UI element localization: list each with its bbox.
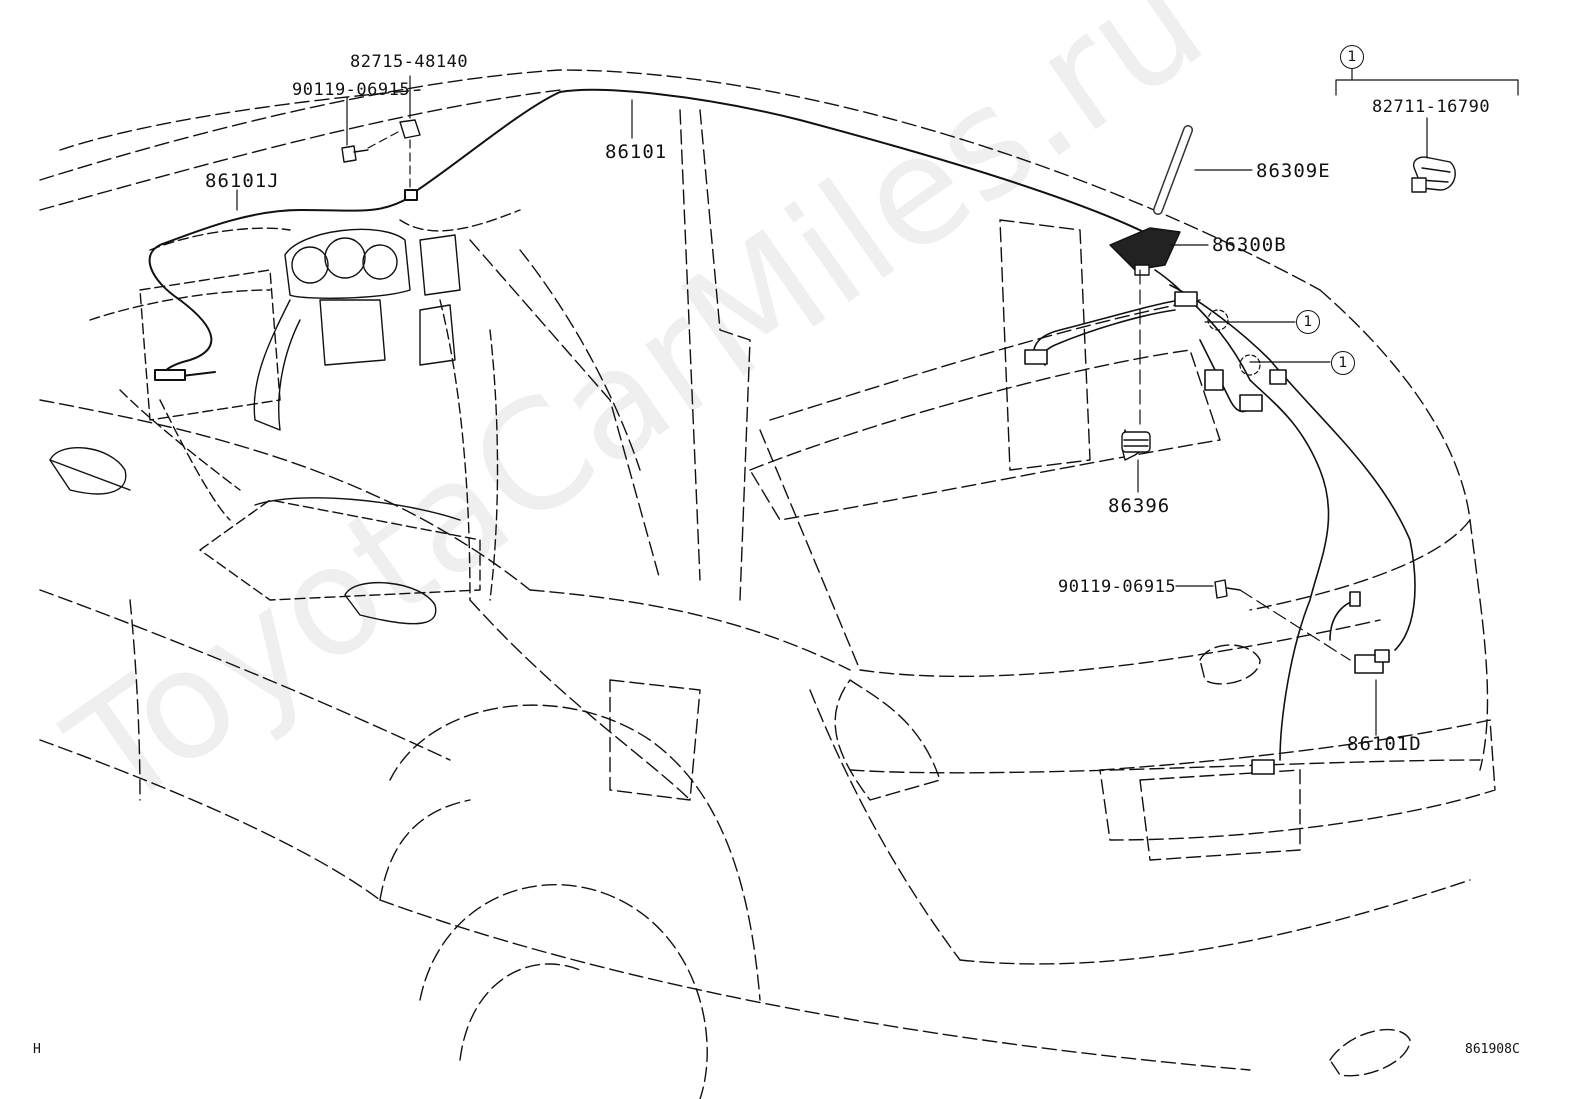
part-label-86101D: 86101D bbox=[1347, 733, 1422, 755]
clamp-82711 bbox=[1411, 156, 1456, 193]
callout-clamp-1-lower: 1 bbox=[1331, 351, 1355, 375]
antenna-cable-86101 bbox=[148, 88, 1151, 381]
grommet-86396 bbox=[1121, 429, 1151, 461]
part-label-86396: 86396 bbox=[1108, 495, 1171, 517]
part-label-86300B: 86300B bbox=[1212, 234, 1287, 256]
callout-clamp-1-upper: 1 bbox=[1296, 310, 1320, 334]
clip-and-screw-top bbox=[341, 119, 421, 163]
part-label-82711-16790: 82711-16790 bbox=[1372, 97, 1491, 117]
vehicle-body-outline bbox=[39, 69, 1496, 1099]
rear-harness bbox=[1024, 269, 1416, 775]
part-label-86101: 86101 bbox=[605, 141, 668, 163]
corner-mark-right: 861908C bbox=[1465, 1042, 1520, 1057]
part-label-90119-06915-mid: 90119-06915 bbox=[1058, 577, 1177, 597]
roof-antenna-assembly bbox=[1109, 125, 1193, 276]
part-label-86309E: 86309E bbox=[1256, 160, 1331, 182]
interior-outline bbox=[49, 209, 521, 625]
screw-mid bbox=[1214, 579, 1241, 599]
part-label-90119-06915-top: 90119-06915 bbox=[292, 80, 411, 100]
corner-mark-left: H bbox=[33, 1042, 41, 1057]
part-label-82715-48140: 82715-48140 bbox=[350, 52, 469, 72]
callout-inset-1: 1 bbox=[1340, 45, 1364, 69]
leader-lines bbox=[236, 67, 1519, 736]
part-label-86101J: 86101J bbox=[205, 170, 280, 192]
